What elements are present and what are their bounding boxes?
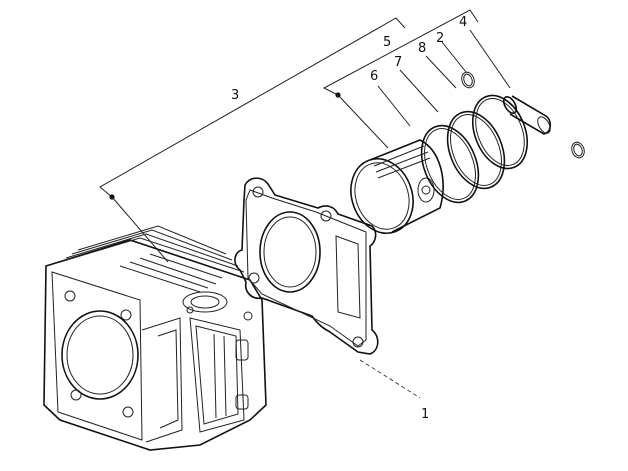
label-part-8: 8 — [418, 41, 426, 56]
circlips — [461, 71, 585, 159]
cylinder-block — [43, 225, 267, 451]
cylinder-gasket — [234, 177, 379, 355]
label-part-3: 3 — [231, 88, 239, 103]
label-part-6: 6 — [370, 69, 378, 84]
piston-rings — [420, 94, 529, 204]
piston — [350, 139, 444, 234]
label-part-5: 5 — [383, 35, 391, 50]
label-part-7: 7 — [394, 55, 402, 70]
label-part-2: 2 — [436, 31, 444, 46]
piston-pin — [502, 95, 552, 135]
leader-lines — [99, 9, 511, 399]
part-labels: 1 2 3 4 5 6 7 8 — [231, 15, 467, 422]
label-part-4: 4 — [459, 15, 467, 30]
label-part-1: 1 — [421, 407, 429, 422]
